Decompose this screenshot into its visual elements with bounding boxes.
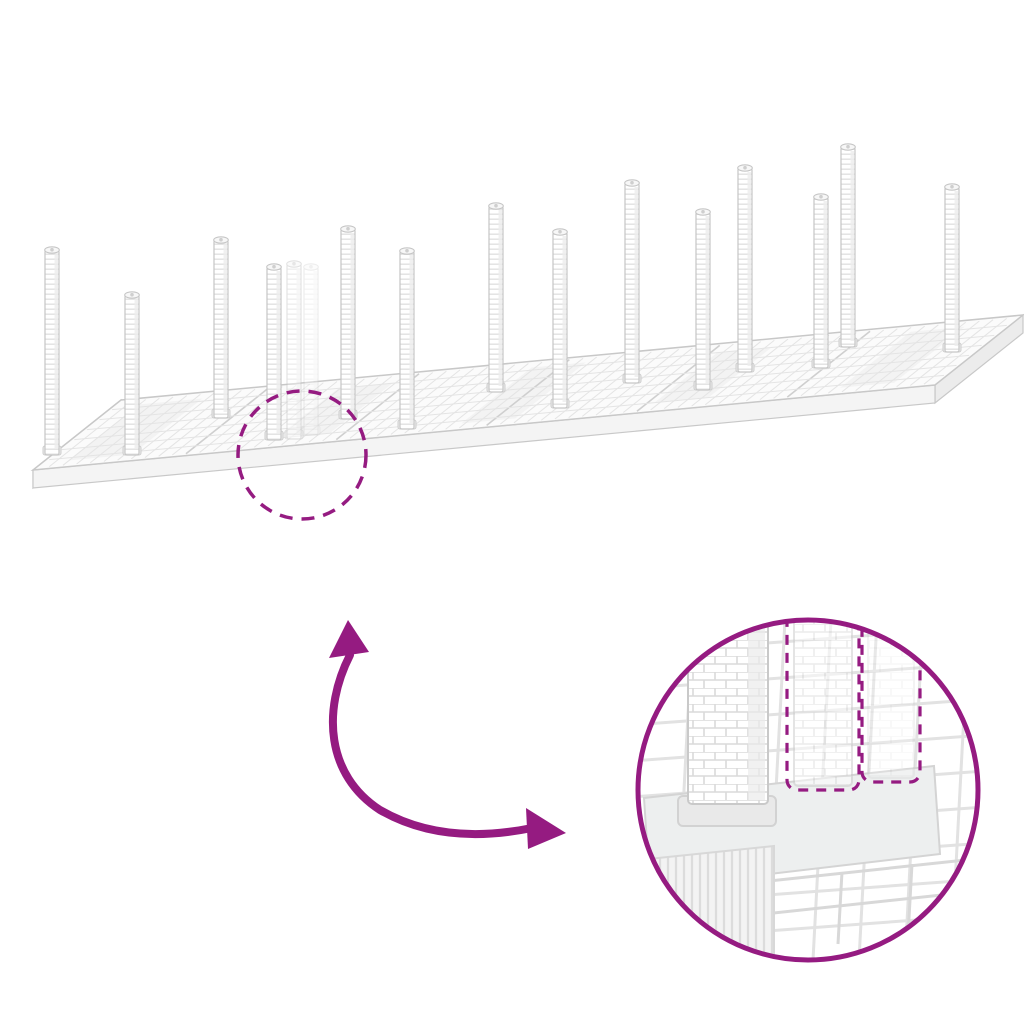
rack-peg: [550, 228, 570, 409]
rack-tray: [30, 313, 1024, 490]
rack-peg: [122, 291, 142, 456]
rack-peg: [264, 263, 284, 441]
rack-peg-ghost: [301, 263, 321, 436]
zoom-ribbed-edge: [640, 844, 775, 958]
rack-peg: [735, 164, 755, 373]
rack-peg: [838, 143, 858, 348]
zoom-peg-ghost-primary: [793, 622, 853, 787]
zoom-clip-notch: [650, 666, 667, 677]
detail-highlight-circle: [236, 389, 368, 521]
rack-peg: [42, 246, 62, 456]
rack-peg: [811, 193, 831, 369]
zoom-peg-shade: [748, 622, 765, 800]
rack-peg: [622, 179, 642, 384]
rack-peg-ghost: [284, 260, 304, 440]
rack-peg: [338, 225, 358, 420]
zoom-inset: [635, 617, 981, 963]
zoom-link-arrow: [329, 620, 566, 849]
rack-peg: [486, 202, 506, 393]
rack-pegs: [42, 143, 962, 456]
zoom-slot-outline-primary: [785, 622, 861, 792]
arrow-curve: [329, 651, 536, 838]
arrow-head-up-icon: [329, 620, 369, 658]
zoom-peg-fixed: [677, 622, 777, 827]
rack-peg: [942, 183, 962, 353]
rack-peg: [693, 208, 713, 391]
zoom-border: [635, 617, 981, 963]
rack-peg: [211, 236, 231, 419]
arrow-head-right-icon: [526, 808, 566, 849]
rack-peg: [397, 247, 417, 430]
zoom-peg-ghost-secondary: [867, 622, 915, 779]
